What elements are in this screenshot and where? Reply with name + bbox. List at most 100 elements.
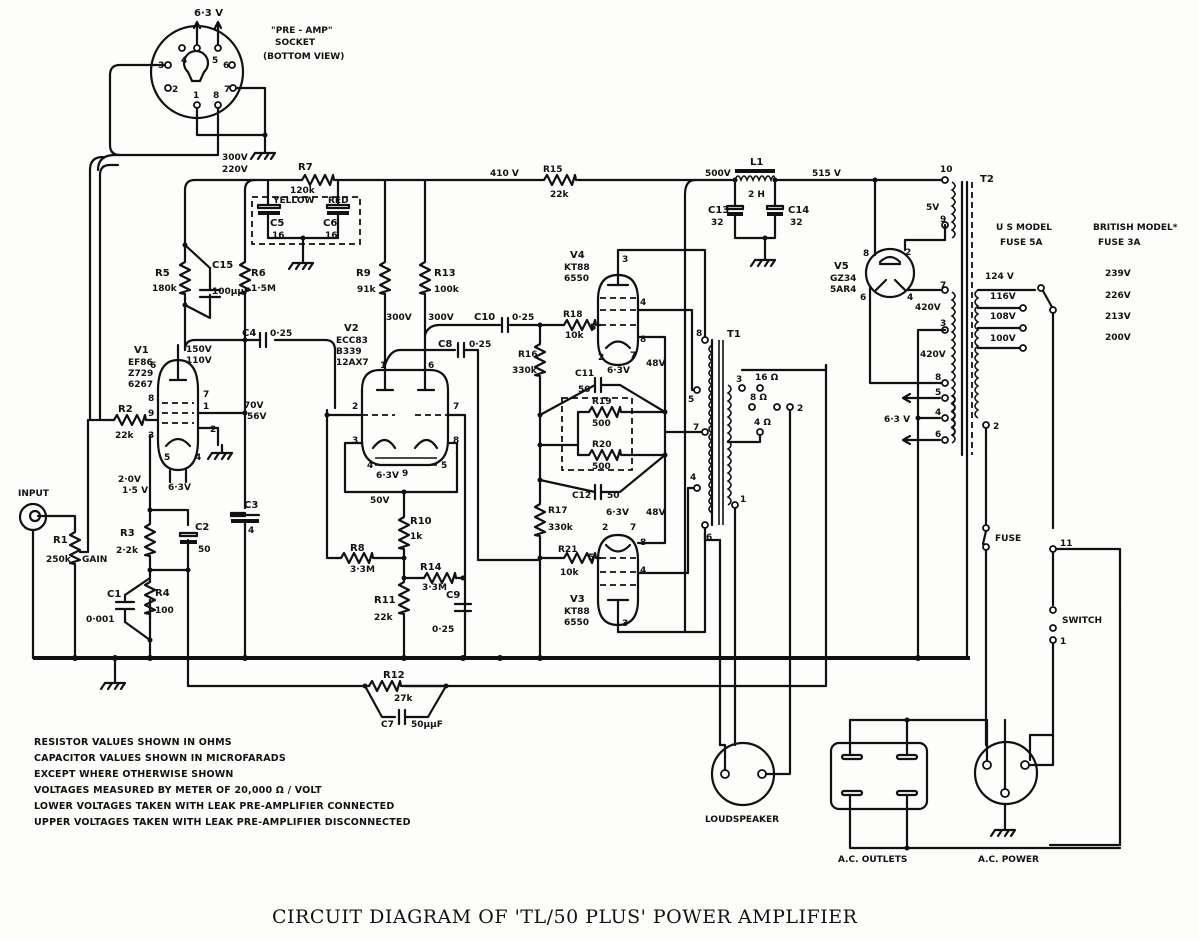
ac-power-label: A.C. POWER (978, 855, 1039, 865)
v2-type-2: B339 (336, 347, 362, 357)
ac-power-connector[interactable]: A.C. POWER (973, 718, 1055, 865)
r1-value: 250k (46, 555, 72, 565)
r4-ref: R4 (155, 588, 170, 599)
svg-text:8: 8 (935, 373, 941, 383)
socket-label-1: "PRE - AMP" (271, 26, 333, 36)
tap-us-124: 124 V (985, 272, 1014, 282)
svg-text:5: 5 (441, 461, 447, 471)
v5-type-2: 5AR4 (830, 285, 856, 295)
v1-stage: R5 180k C15 100µµF R6 1·5M 6 150V 110V V… (86, 178, 337, 660)
r2-ref: R2 (118, 404, 133, 415)
v1-cathode-lower: 1·5 V (122, 486, 148, 496)
r8-value: 3·3M (350, 565, 375, 575)
british-model-fuse: FUSE 3A (1098, 238, 1140, 248)
c15-ref: C15 (212, 260, 233, 271)
c1-ref: C1 (107, 589, 121, 600)
c6-ref: C6 (323, 218, 337, 229)
tap-us-116: 116V (990, 292, 1016, 302)
svg-text:5: 5 (164, 453, 170, 463)
svg-text:7: 7 (693, 423, 699, 433)
svg-text:2: 2 (993, 422, 999, 432)
r3-ref: R3 (120, 528, 135, 539)
svg-text:6: 6 (706, 533, 712, 543)
v4-type-2: 6550 (564, 274, 589, 284)
note-2: CAPACITOR VALUES SHOWN IN MICROFARADS (34, 753, 286, 764)
svg-text:4: 4 (367, 461, 373, 471)
ac-outlets-label: A.C. OUTLETS (838, 855, 907, 865)
r19-value: 500 (592, 419, 611, 429)
r7-value: 120k (290, 186, 316, 196)
c3-ref: C3 (244, 500, 258, 511)
svg-text:7: 7 (630, 351, 636, 361)
t2-ht-lower: 420V (920, 350, 946, 360)
c7-ref: C7 (381, 720, 394, 730)
output-transformer: 85 746 T1 321 16 Ω 8 Ω 4 Ω (663, 329, 828, 747)
tap-br-226: 226V (1105, 291, 1131, 301)
svg-text:5: 5 (590, 323, 596, 333)
c12-ref: C12 (572, 491, 591, 501)
v-515: 515 V (812, 169, 841, 179)
svg-text:2: 2 (905, 248, 911, 258)
socket-label-3: (BOTTOM VIEW) (263, 52, 344, 62)
input-jack[interactable]: INPUT R1 250k GAIN (18, 418, 107, 660)
c2-ref: C2 (195, 522, 209, 533)
svg-text:1: 1 (203, 402, 209, 412)
tap-16-ohm: 16 Ω (755, 373, 779, 383)
r14-value: 3·3M (422, 583, 447, 593)
svg-text:4: 4 (640, 298, 646, 308)
svg-text:3: 3 (622, 255, 628, 265)
r21-value: 10k (560, 568, 580, 578)
r11-value: 22k (374, 613, 394, 623)
fuse-label: FUSE (995, 534, 1021, 544)
r6-ref: R6 (251, 268, 266, 279)
svg-text:3: 3 (352, 436, 358, 446)
svg-text:4: 4 (935, 408, 941, 418)
r17-value: 330k (548, 523, 574, 533)
svg-text:7: 7 (940, 281, 946, 291)
svg-text:2: 2 (797, 404, 803, 414)
switch-label: SWITCH (1062, 616, 1102, 626)
svg-text:2: 2 (210, 425, 216, 435)
c12-value: 50 (607, 491, 620, 501)
r13-ref: R13 (434, 268, 456, 279)
svg-text:10: 10 (940, 165, 953, 175)
tap-us-108: 108V (990, 312, 1016, 322)
feedback-network: R12 27k C7 50µµF (186, 363, 828, 730)
c11-ref: C11 (575, 369, 594, 379)
svg-text:3: 3 (148, 431, 154, 441)
tap-us-100: 100V (990, 334, 1016, 344)
svg-text:2: 2 (602, 523, 608, 533)
c6-tag: RED (328, 196, 349, 206)
svg-text:7: 7 (203, 390, 209, 400)
svg-text:3: 3 (736, 375, 742, 385)
r10-value: 1k (410, 532, 423, 542)
r14-ref: R14 (420, 562, 442, 573)
v5-ref: V5 (834, 261, 849, 272)
v2-anode-b: 300V (428, 313, 454, 323)
c15-value: 100µµF (212, 287, 250, 297)
r5-ref: R5 (155, 268, 170, 279)
socket-heater-label: 6·3 V (194, 8, 223, 19)
notes: RESISTOR VALUES SHOWN IN OHMS CAPACITOR … (34, 737, 410, 828)
v-410: 410 V (490, 169, 519, 179)
r9-value: 91k (357, 285, 377, 295)
c1-value: 0·001 (86, 615, 114, 625)
svg-text:6: 6 (935, 430, 941, 440)
svg-text:9: 9 (940, 215, 946, 225)
r17-ref: R17 (548, 506, 567, 516)
v1-screen-upper: 70V (244, 401, 264, 411)
t1-primary (708, 344, 714, 514)
ac-outlets-connector[interactable]: A.C. OUTLETS (829, 717, 1122, 866)
r5-value: 180k (152, 284, 178, 294)
v1-screen-lower: 56V (247, 412, 267, 422)
model-info: U S MODEL FUSE 5A BRITISH MODEL* FUSE 3A (996, 223, 1178, 248)
power-transformer: 109 73 85 46 2 T2 5V 420V 420V 6·3 V 124… (884, 165, 1131, 660)
svg-text:8: 8 (148, 394, 154, 404)
loudspeaker-connector[interactable]: LOUDSPEAKER (705, 741, 792, 825)
svg-text:2: 2 (598, 353, 604, 363)
v3-heater: 6·3V (606, 508, 629, 518)
svg-text:6: 6 (428, 361, 434, 371)
